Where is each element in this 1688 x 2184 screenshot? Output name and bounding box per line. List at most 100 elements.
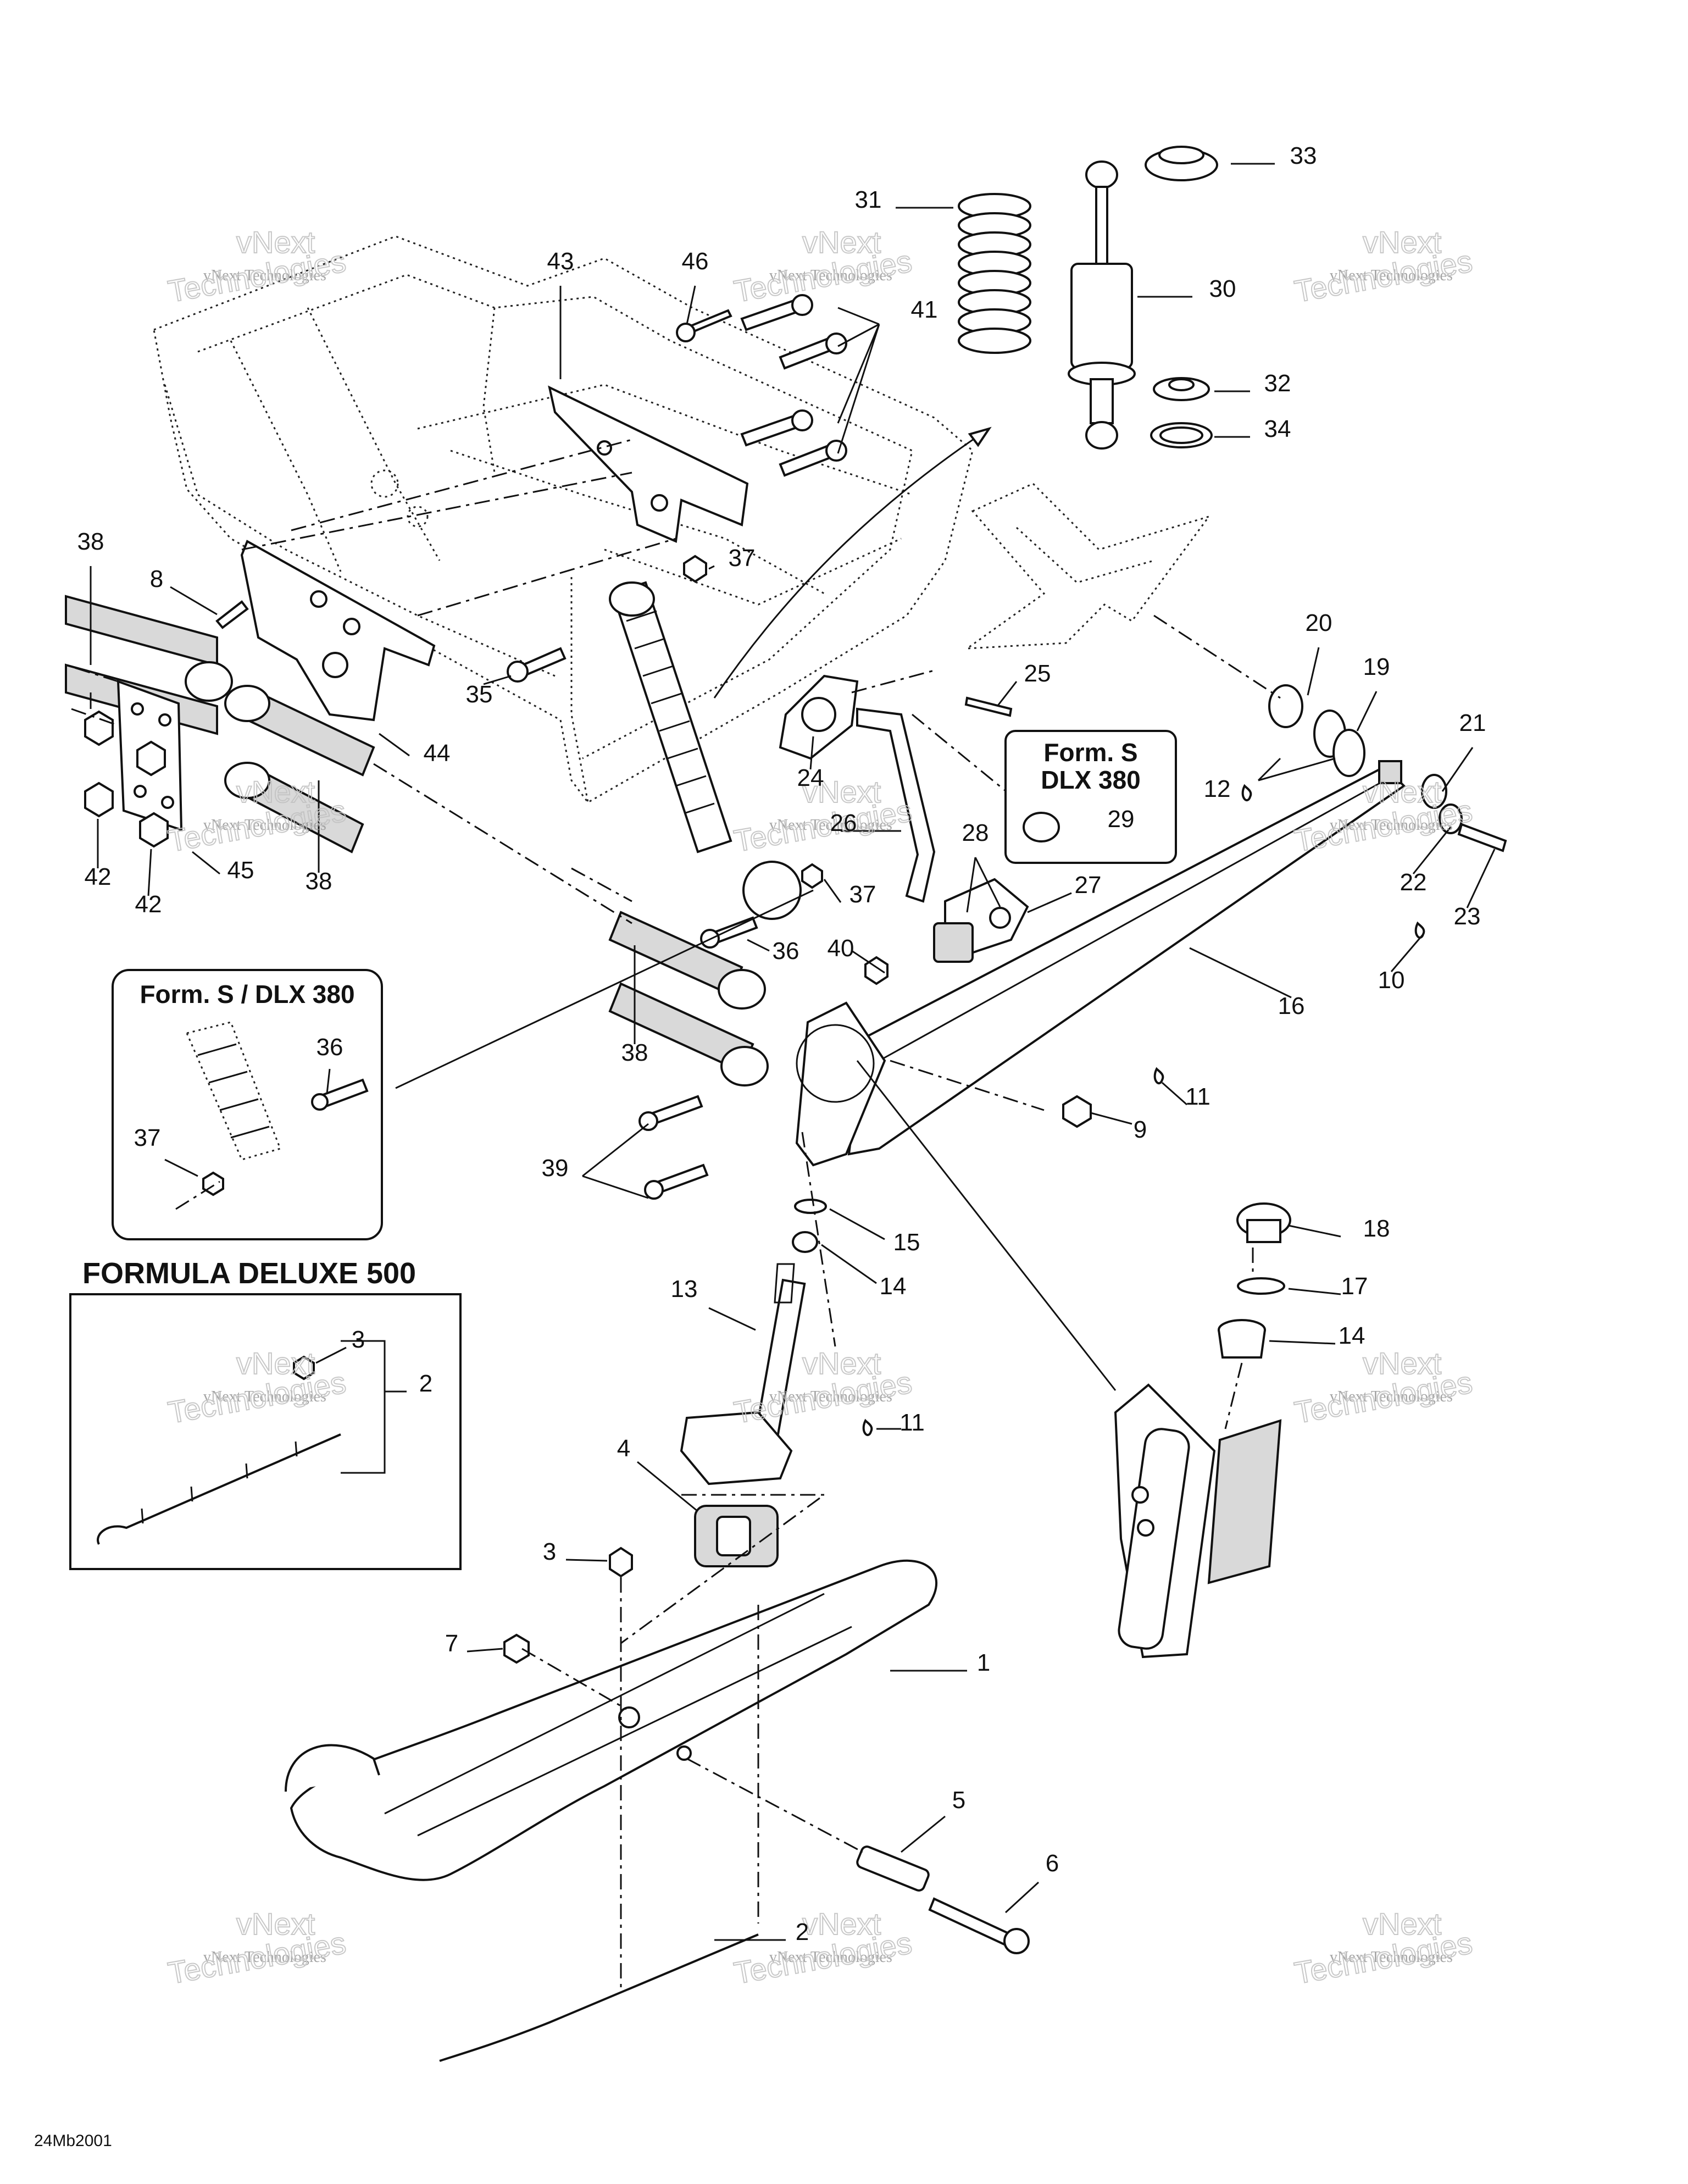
callout-39: 39 <box>542 1155 569 1182</box>
callout-8: 8 <box>150 566 163 592</box>
callout-18: 18 <box>1363 1215 1390 1242</box>
callout-45: 45 <box>227 857 254 884</box>
callout-1: 1 <box>977 1649 990 1676</box>
callout-37: 37 <box>849 881 876 908</box>
front-shock-boot <box>609 581 802 920</box>
callout-28: 28 <box>962 819 989 846</box>
callout-15: 15 <box>893 1229 920 1256</box>
svg-text:vNext: vNext <box>1363 225 1442 259</box>
grease-drop-11-low <box>862 1418 873 1437</box>
bushing-14-right <box>1218 1319 1266 1359</box>
bushing-5 <box>856 1845 930 1892</box>
nut-37-top <box>683 555 707 583</box>
svg-text:vNext Technologies: vNext Technologies <box>203 817 326 834</box>
callout-5: 5 <box>952 1787 965 1814</box>
mounting-plate-44 <box>240 540 436 722</box>
coil-spring <box>958 193 1031 354</box>
svg-text:vNext: vNext <box>802 1346 881 1381</box>
shock-absorber <box>1068 160 1136 450</box>
svg-text:vNext: vNext <box>236 225 315 259</box>
clamp-27-28 <box>933 878 1029 963</box>
inset-small-title-1: Form. S <box>1043 738 1137 767</box>
callout-44: 44 <box>424 740 451 767</box>
svg-text:vNext Technologies: vNext Technologies <box>769 817 892 834</box>
svg-text:vNext Technologies: vNext Technologies <box>769 1388 892 1405</box>
inset-small-title-2: DLX 380 <box>1041 766 1141 794</box>
cap-18 <box>1236 1202 1291 1243</box>
callout-6: 6 <box>1046 1850 1059 1877</box>
callout-41: 41 <box>911 296 938 323</box>
callout-23: 23 <box>1454 903 1481 930</box>
svg-text:vNext Technologies: vNext Technologies <box>769 1949 892 1966</box>
rivet-46 <box>676 309 732 342</box>
callout-32: 32 <box>1264 370 1291 397</box>
leader-lines <box>90 163 1496 1941</box>
svg-text:vNext: vNext <box>236 1906 315 1941</box>
inset-form-s-dlx-large: Form. S / DLX 380 <box>112 969 383 1240</box>
wear-runner-2 <box>439 1933 759 2062</box>
swing-arm-16 <box>847 760 1406 1156</box>
nuts-42 <box>84 710 169 848</box>
svg-text:vNext: vNext <box>1363 774 1442 809</box>
callout-27: 27 <box>1075 872 1102 899</box>
inset-form-s-dlx-small: Form. S DLX 380 <box>1004 730 1177 864</box>
svg-text:vNext: vNext <box>236 1346 315 1381</box>
callout-26: 26 <box>830 810 857 836</box>
svg-text:vNext Technologies: vNext Technologies <box>1330 267 1453 284</box>
svg-text:vNext: vNext <box>802 1906 881 1941</box>
svg-text:vNext Technologies: vNext Technologies <box>203 1388 326 1405</box>
callout-25: 25 <box>1024 660 1051 687</box>
nut-3 <box>609 1546 633 1578</box>
bolt-35 <box>507 647 567 683</box>
callout-19: 19 <box>1363 653 1390 680</box>
rivet-25 <box>964 696 1013 717</box>
callout-31: 31 <box>855 186 882 213</box>
callout-35: 35 <box>466 681 493 708</box>
rear-suspension-bracket <box>964 483 1211 650</box>
callout-37: 37 <box>729 545 756 572</box>
steering-knuckle <box>1114 1383 1282 1659</box>
assembly-arrow <box>713 428 990 699</box>
callout-11: 11 <box>1185 1083 1211 1110</box>
assembly-center-lines <box>241 439 1281 1989</box>
callout-42: 42 <box>135 891 162 918</box>
rings-14-15 <box>792 1199 827 1253</box>
callout-38: 38 <box>77 528 104 555</box>
spindle-housing <box>795 1001 886 1167</box>
formula-deluxe-title: FORMULA DELUXE 500 <box>82 1257 416 1290</box>
callout-9: 9 <box>1134 1116 1147 1143</box>
callout-29: 29 <box>1108 806 1135 833</box>
callout-14: 14 <box>1339 1322 1365 1349</box>
callout-30: 30 <box>1209 275 1236 302</box>
callout-7: 7 <box>445 1630 458 1657</box>
callout-2: 2 <box>796 1919 809 1945</box>
callout-24: 24 <box>797 764 824 791</box>
left-reference-lines <box>65 664 119 727</box>
callout-12: 12 <box>1204 775 1231 802</box>
callout-40: 40 <box>828 935 854 962</box>
svg-text:vNext: vNext <box>1363 1346 1442 1381</box>
grease-fitting-9 <box>1062 1095 1092 1128</box>
callout-20: 20 <box>1306 609 1332 636</box>
svg-text:vNext Technologies: vNext Technologies <box>203 1949 326 1966</box>
figure-code: 24Mb2001 <box>34 2132 112 2150</box>
bolt-6 <box>928 1897 1030 1954</box>
callout-16: 16 <box>1278 993 1305 1019</box>
callout-3: 3 <box>543 1538 556 1565</box>
bolt-36 <box>700 916 758 949</box>
callout-13: 13 <box>671 1276 698 1302</box>
svg-text:vNext Technologies: vNext Technologies <box>203 267 326 284</box>
callout-2: 2 <box>419 1370 432 1397</box>
callout-46: 46 <box>682 248 709 275</box>
callout-33: 33 <box>1290 142 1317 169</box>
arrow-head <box>968 426 992 447</box>
callout-36: 36 <box>773 938 799 964</box>
spring-seats <box>1145 146 1218 448</box>
svg-text:vNext Technologies: vNext Technologies <box>1330 1949 1453 1966</box>
bolts-41 <box>740 294 847 477</box>
callout-4: 4 <box>617 1435 630 1462</box>
bolts-39 <box>638 1095 709 1200</box>
steering-bracket-24 <box>779 674 859 760</box>
svg-text:vNext: vNext <box>802 774 881 809</box>
